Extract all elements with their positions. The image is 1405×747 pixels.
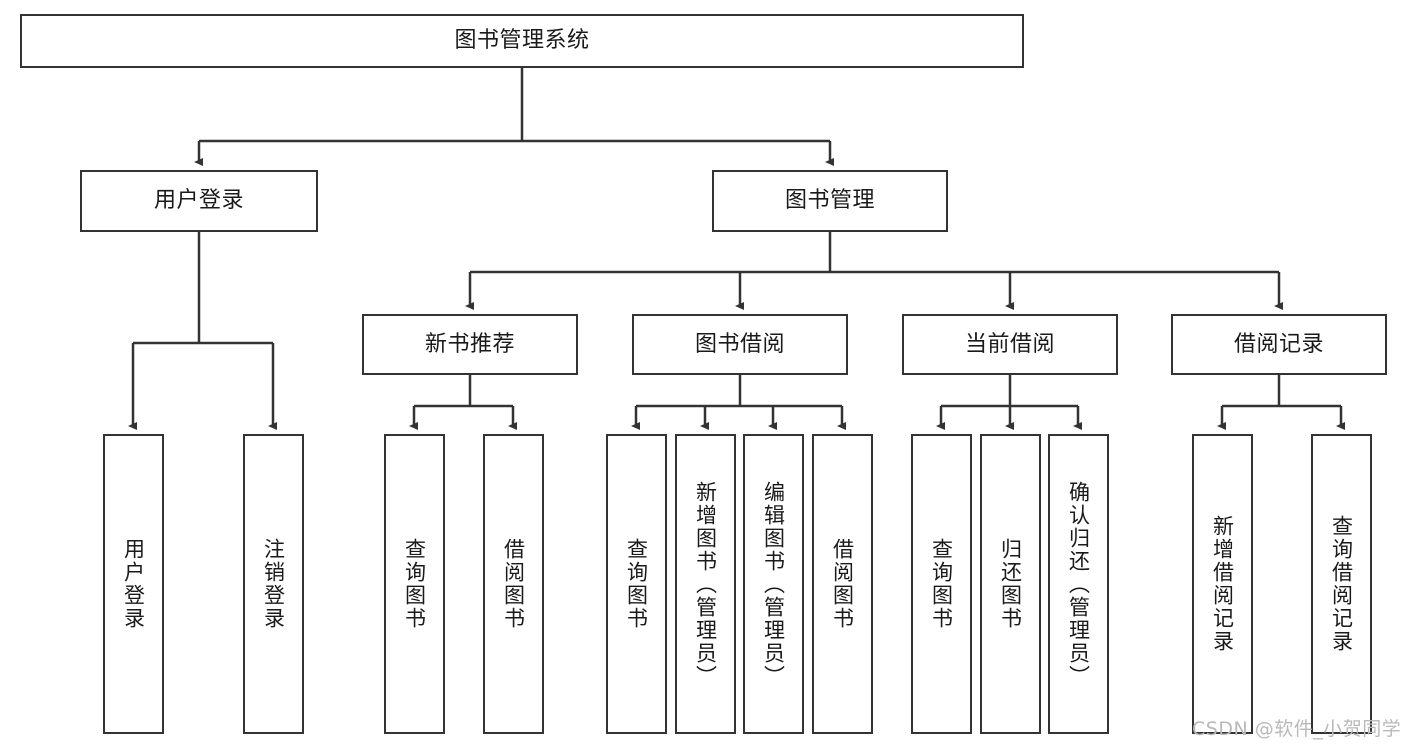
leaf-return-book[interactable]: 归还图书 bbox=[980, 434, 1041, 734]
node-book-borrow[interactable]: 图书借阅 bbox=[632, 314, 848, 375]
node-label: 用户登录 bbox=[153, 188, 244, 214]
leaf-query-book-current[interactable]: 查询图书 bbox=[911, 434, 972, 734]
leaf-query-book-borrow[interactable]: 查询图书 bbox=[606, 434, 667, 734]
csdn-watermark: CSDN @软件_小贺同学 bbox=[1192, 718, 1402, 740]
leaf-borrow-book-recommend[interactable]: 借阅图书 bbox=[483, 434, 544, 734]
node-label: 图书管理系统 bbox=[454, 28, 590, 54]
node-label: 编辑图书（管理员） bbox=[761, 480, 786, 688]
node-user-login[interactable]: 用户登录 bbox=[80, 170, 318, 232]
node-label: 查询借阅记录 bbox=[1329, 515, 1354, 653]
leaf-query-borrow-record[interactable]: 查询借阅记录 bbox=[1311, 434, 1372, 734]
leaf-user-login[interactable]: 用户登录 bbox=[103, 434, 164, 734]
node-root-book-management-system[interactable]: 图书管理系统 bbox=[20, 14, 1024, 68]
leaf-add-borrow-record[interactable]: 新增借阅记录 bbox=[1192, 434, 1253, 734]
node-label: 借阅图书 bbox=[501, 538, 526, 630]
leaf-borrow-book[interactable]: 借阅图书 bbox=[812, 434, 873, 734]
node-label: 图书借阅 bbox=[694, 331, 785, 357]
node-label: 注销登录 bbox=[261, 538, 286, 630]
node-label: 新书推荐 bbox=[424, 331, 515, 357]
node-label: 新增图书（管理员） bbox=[693, 480, 718, 688]
node-borrow-record[interactable]: 借阅记录 bbox=[1171, 314, 1387, 375]
leaf-add-book-admin[interactable]: 新增图书（管理员） bbox=[675, 434, 736, 734]
leaf-logout-login[interactable]: 注销登录 bbox=[243, 434, 304, 734]
node-label: 新增借阅记录 bbox=[1210, 515, 1235, 653]
leaf-edit-book-admin[interactable]: 编辑图书（管理员） bbox=[743, 434, 804, 734]
node-label: 借阅图书 bbox=[830, 538, 855, 630]
node-label: 查询图书 bbox=[402, 538, 427, 630]
node-label: 查询图书 bbox=[624, 538, 649, 630]
node-label: 查询图书 bbox=[929, 538, 954, 630]
leaf-confirm-return-admin[interactable]: 确认归还（管理员） bbox=[1048, 434, 1109, 734]
node-book-management[interactable]: 图书管理 bbox=[712, 170, 948, 232]
node-label: 用户登录 bbox=[121, 538, 146, 630]
leaf-query-book-recommend[interactable]: 查询图书 bbox=[384, 434, 445, 734]
node-label: 当前借阅 bbox=[964, 331, 1055, 357]
node-current-borrow[interactable]: 当前借阅 bbox=[902, 314, 1118, 375]
node-label: 图书管理 bbox=[784, 188, 875, 214]
node-label: 确认归还（管理员） bbox=[1066, 480, 1091, 688]
node-label: 归还图书 bbox=[998, 538, 1023, 630]
node-new-book-recommend[interactable]: 新书推荐 bbox=[362, 314, 578, 375]
node-label: 借阅记录 bbox=[1233, 331, 1324, 357]
